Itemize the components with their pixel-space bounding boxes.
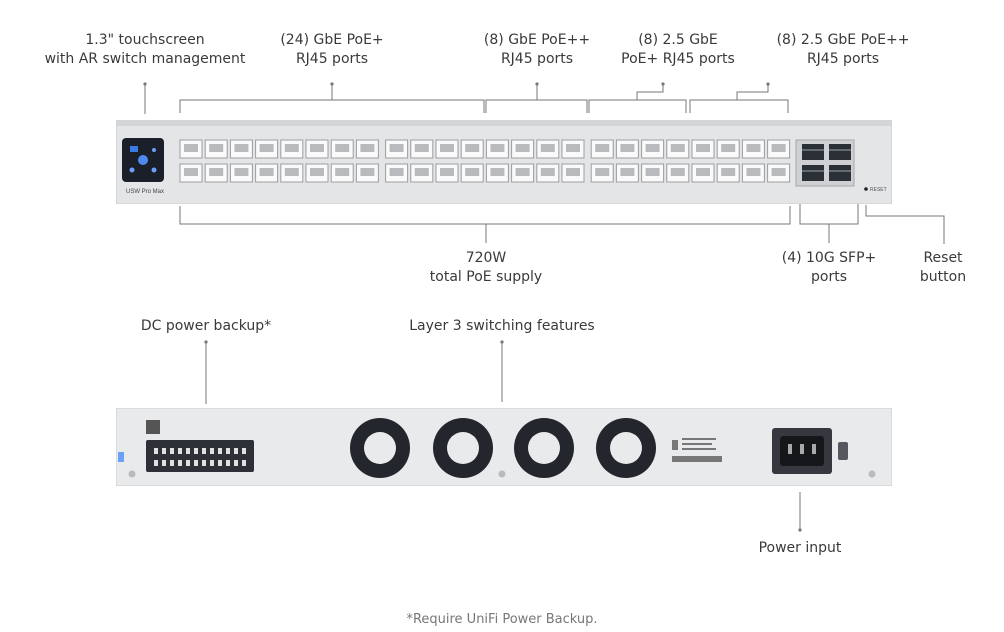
switch-front-panel: USW Pro Max RESET <box>116 120 892 204</box>
regulatory-marks <box>672 438 722 462</box>
dc-power-label: DC power backup* <box>140 318 272 334</box>
touchscreen-display[interactable] <box>122 138 164 182</box>
layer3-label: Layer 3 switching features <box>409 318 595 334</box>
rj45-port-array <box>179 139 791 183</box>
ac-power-inlet <box>772 428 848 474</box>
sfp-ports-label: (4) 10G SFP+ports <box>781 250 877 285</box>
switch-rear-panel <box>116 408 892 486</box>
power-input-label: Power input <box>758 540 842 556</box>
gbe-poe-plusplus-label: (8) GbE PoE++RJ45 ports <box>483 32 591 67</box>
reset-button[interactable] <box>864 187 868 191</box>
cooling-fans <box>350 418 656 478</box>
dc-power-connector <box>118 420 254 472</box>
poe-plusplus-2-5-label: (8) 2.5 GbE PoE++RJ45 ports <box>776 32 910 67</box>
gbe-poe-plus-label: (24) GbE PoE+RJ45 ports <box>280 32 384 67</box>
reset-text: RESET <box>870 187 887 193</box>
sfp-cage-group <box>795 139 855 187</box>
brand-text: USW Pro Max <box>126 189 164 195</box>
footnote: *Require UniFi Power Backup. <box>406 612 598 627</box>
